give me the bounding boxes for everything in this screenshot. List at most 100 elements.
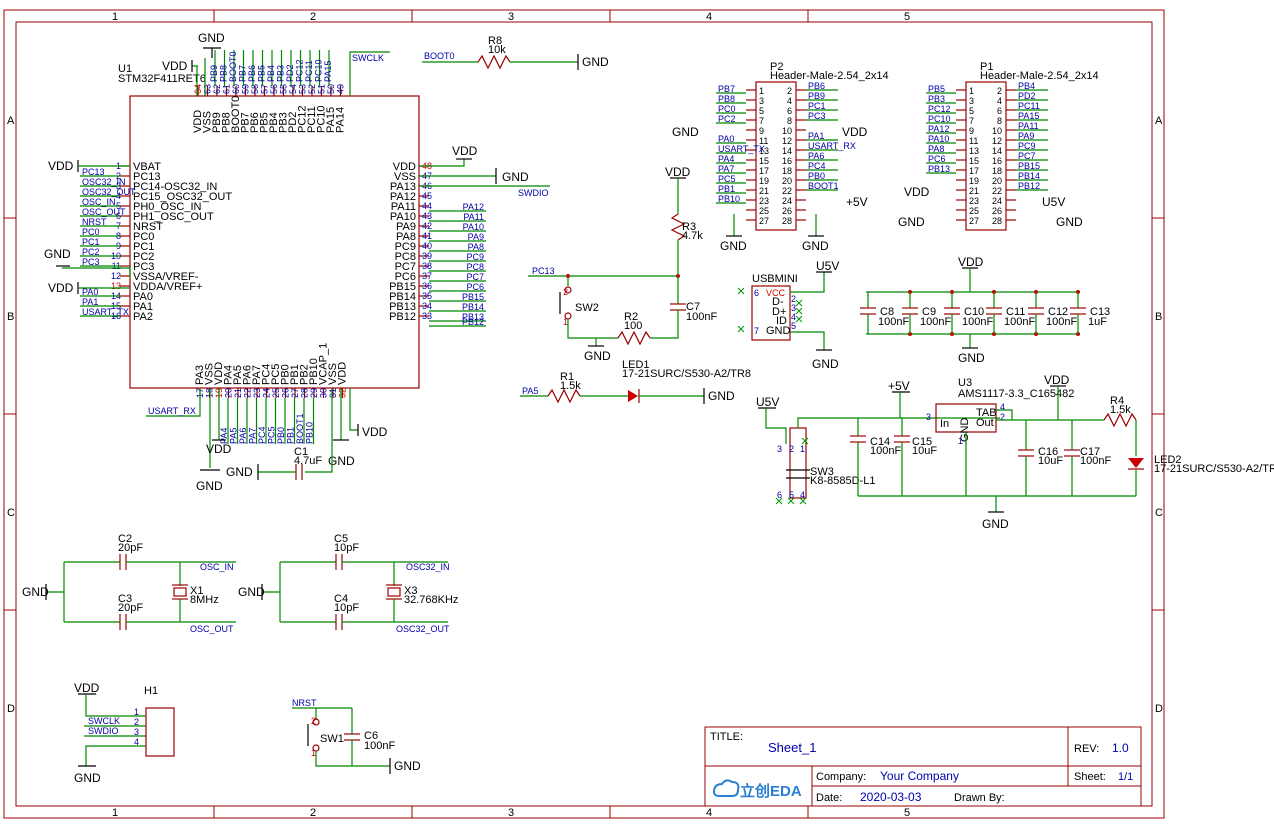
mcu-right-net-33: PB13 (462, 312, 484, 322)
mcu-top-pinname-54: PD2 (287, 112, 299, 133)
mcu-bottom-pinnum-27: 27 (290, 388, 300, 398)
mcu-body[interactable] (129, 95, 420, 389)
mcu-left-net-14: PA0 (82, 287, 98, 297)
mcu-top-net-7: PB3 (276, 65, 286, 82)
reset-circuit[interactable]: NRST SW1 2 1 C6 100nF GND (292, 698, 421, 774)
pwr-5v: +5V (888, 379, 910, 393)
decoupling-bank[interactable]: VDD GND C8100nFC9100nFC10100nFC11100nFC1… (860, 255, 1110, 365)
p2-gnd-b1: GND (720, 239, 747, 253)
mcu-right-net-42: PA10 (463, 222, 484, 232)
gnd-left: GND (44, 247, 71, 261)
mcu-bottom-pinnum-23: 23 (252, 388, 262, 398)
mcu-bottom-pinname-24: PC4 (261, 364, 273, 385)
mcu-bottom-pinnum-30: 30 (319, 388, 329, 398)
p2-pinnum-27: 27 (759, 216, 769, 226)
usb-vcc: VCC (766, 288, 786, 298)
mcu-bottom-net-5: PC5 (267, 426, 277, 444)
p2-pinnum-19: 19 (759, 176, 769, 186)
mcu-bottom-pinname-23: PA7 (251, 365, 263, 385)
cap-C9-ref: C9 (922, 306, 936, 318)
mcu-top-net-3: PB7 (238, 65, 248, 82)
c15-val: 10uF (912, 445, 937, 457)
osc32-in-net: OSC32_IN (406, 562, 450, 572)
led1-circuit[interactable]: PA5 R1 1.5k GND LED1 17-21SURC/S530-A2/T… (520, 359, 751, 404)
swdio-net-label: SWDIO (518, 188, 549, 198)
lse-oscillator[interactable]: C5 10pF OSC32_IN C4 10pF OSC32_OUT GND X… (238, 533, 458, 634)
r1-val: 1.5k (560, 380, 581, 392)
p1-left-net-8: PB13 (928, 164, 950, 174)
x1-ref: X1 (190, 585, 203, 597)
mcu-right-net-35: PB15 (462, 292, 484, 302)
mcu-bottom-pinname-18: VSS (204, 363, 216, 385)
tb-drawn-label: Drawn By: (954, 792, 1005, 804)
mcu-top-net-11: PC10 (314, 59, 324, 82)
gnd-sw2: GND (584, 349, 611, 363)
mcu-top-pinnum-49: 49 (336, 84, 346, 94)
p2-pinnum-18: 18 (782, 166, 792, 176)
cap-C9-val: 100nF (920, 316, 951, 328)
p1-pinnum-7: 7 (969, 116, 974, 126)
r1-ref: R1 (560, 371, 574, 383)
c6-ref: C6 (364, 730, 378, 742)
h1-pin2: 2 (134, 717, 139, 727)
p1-pinnum-2: 2 (997, 86, 1002, 96)
mcu-left-pinname-2: PC13 (133, 171, 161, 183)
p2-pinnum-26: 26 (782, 206, 792, 216)
swd-header-h1[interactable]: VDD SWCLK SWDIO GND H1 1 2 3 4 (74, 681, 175, 785)
vdd-left-1: VDD (48, 159, 74, 173)
frame-col-top-1: 1 (112, 11, 118, 23)
frame-col-top-5: 5 (904, 11, 910, 23)
sw3-pin1: 1 (800, 444, 805, 454)
hse-oscillator[interactable]: C2 20pF OSC_IN C3 20pF OSC_OUT GND X1 8M… (22, 533, 236, 634)
mcu-right-pinnum-43: 43 (422, 211, 432, 221)
mcu-bottom-net-4: PC4 (257, 426, 267, 444)
p2-left-net-9: PC5 (718, 174, 736, 184)
mcu-top-pinnum-61: 61 (222, 84, 232, 94)
mcu-bottom-net-2: PA6 (238, 428, 248, 444)
sw3-val: K8-8585D-L1 (810, 475, 875, 487)
tb-date: 2020-03-03 (860, 790, 922, 804)
u3-in: In (940, 418, 949, 430)
p2-right-net-2: PC1 (808, 101, 826, 111)
tb-title: Sheet_1 (768, 740, 816, 755)
power-regulator[interactable]: U5V SW3 K8-8585D-L1 3 2 1 6 5 4 +5V C14 … (756, 373, 1274, 531)
mcu-top-net-6: PB4 (266, 65, 276, 82)
mcu-left-pinname-7: NRST (133, 221, 163, 233)
p1-vdd: VDD (904, 185, 930, 199)
p1-right-net-9: PB14 (1018, 171, 1040, 181)
p1-pinnum-20: 20 (992, 176, 1002, 186)
usb-ref: USBMINI (752, 273, 798, 285)
mcu-bottom-pinnum-25: 25 (271, 388, 281, 398)
p2-pinnum-12: 12 (782, 136, 792, 146)
usb-mini[interactable]: USBMINI VCC D- D+ ID GND U5V GND 6 2 3 4… (737, 259, 839, 371)
p1-right-net-8: PB15 (1018, 161, 1040, 171)
mcu-left-pinname-11: PC3 (133, 261, 154, 273)
mcu-left-pinname-1: VBAT (133, 161, 161, 173)
p2-left-net-1: PB8 (718, 94, 735, 104)
c3-ref: C3 (118, 593, 132, 605)
u3-pin4: 4 (1000, 402, 1005, 412)
frame-col-bottom-1: 1 (112, 807, 118, 819)
p1-pinnum-24: 24 (992, 196, 1002, 206)
mcu-right-net-41: PA9 (468, 232, 484, 242)
mcu-top-pinnum-50: 50 (326, 84, 336, 94)
p2-pinnum-9: 9 (759, 126, 764, 136)
cap-C13-val: 1uF (1088, 316, 1107, 328)
p2-pinnum-21: 21 (759, 186, 769, 196)
mcu-left-net-2: PC13 (82, 167, 105, 177)
sw3-pin4: 4 (800, 490, 805, 500)
mcu-right-pinname-37: PC6 (395, 271, 416, 283)
swclk-net-label: SWCLK (352, 53, 384, 63)
mcu-top-pinname-58: PB6 (249, 112, 261, 133)
p2-pinnum-25: 25 (759, 206, 769, 216)
boot0-pulldown[interactable]: BOOT0 GND R8 10k (422, 35, 609, 70)
mcu-right-pinnum-38: 38 (422, 261, 432, 271)
mcu-bottom-pinname-28: PB2 (299, 364, 311, 385)
p1-left-net-5: PA10 (928, 134, 949, 144)
mcu-bottom-pinname-17: PA3 (194, 365, 206, 385)
p2-pinnum-7: 7 (759, 116, 764, 126)
pc13-button-circuit[interactable]: VDD R3 4.7k PC13 SW2 2 1 R2 100 C7 100nF… (528, 165, 717, 363)
